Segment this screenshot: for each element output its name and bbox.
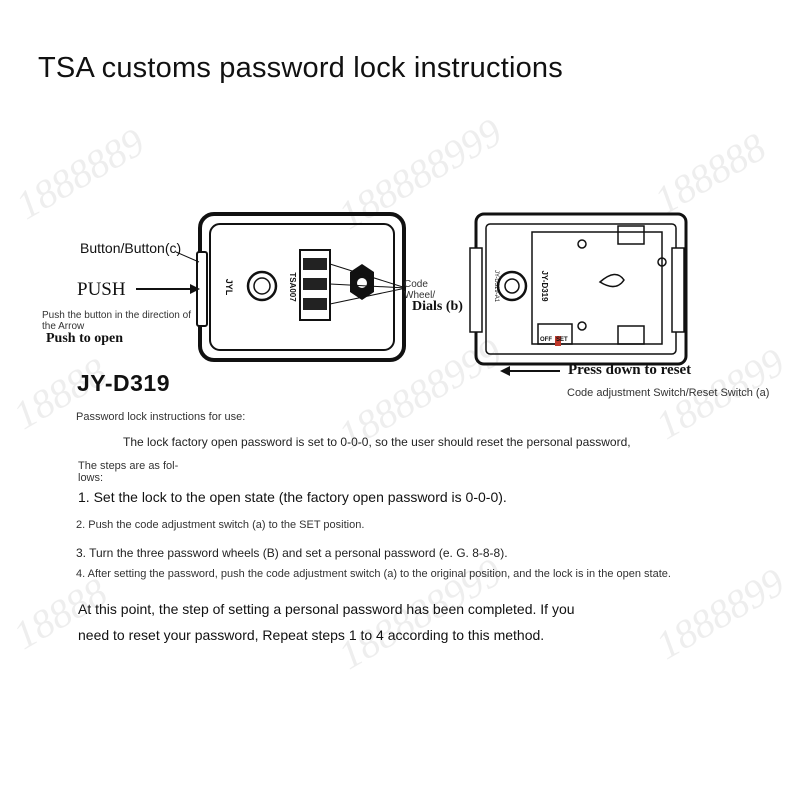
- code-switch-label: Code adjustment Switch/Reset Switch (a): [567, 387, 770, 399]
- lock-diagram: JYL TSA007 JY-D319-A1 JY-D319 OFF SET: [136, 212, 688, 376]
- steps-heading: The steps are as fol-lows:: [78, 460, 179, 484]
- code-wheel-label: Code Wheel/: [404, 279, 436, 301]
- step-4: 4. After setting the password, push the …: [76, 568, 671, 580]
- back-lock-illustration: JY-D319-A1 JY-D319 OFF SET: [469, 212, 688, 376]
- closing-line-1: At this point, the step of setting a per…: [78, 601, 575, 617]
- button-label: Button/Button(c): [80, 240, 182, 256]
- intro-text: The lock factory open password is set to…: [123, 435, 631, 449]
- closing-line-2: need to reset your password, Repeat step…: [78, 627, 545, 643]
- push-label: PUSH: [77, 279, 126, 300]
- page-title: TSA customs password lock instructions: [38, 52, 563, 84]
- instructions-heading: Password lock instructions for use:: [76, 411, 246, 423]
- step-3: 3. Turn the three password wheels (B) an…: [76, 546, 508, 560]
- back-model-text: JY-D319: [540, 270, 549, 302]
- front-brand-text: JYL: [224, 279, 234, 296]
- step-2: 2. Push the code adjustment switch (a) t…: [76, 519, 365, 531]
- push-to-open-label: Push to open: [46, 331, 124, 346]
- push-description: Push the button in the direction of the …: [42, 310, 191, 332]
- dials-label: Dials (b): [412, 299, 463, 314]
- front-model-text: TSA007: [288, 272, 297, 302]
- back-off-text: OFF: [540, 337, 552, 343]
- model-heading: JY-D319: [77, 370, 171, 396]
- front-lock-illustration: JYL TSA007: [136, 212, 407, 362]
- press-reset-label: Press down to reset: [568, 362, 692, 378]
- back-part-text: JY-D319-A1: [493, 270, 499, 303]
- back-set-text: SET: [556, 337, 568, 343]
- step-1: 1. Set the lock to the open state (the f…: [78, 489, 507, 505]
